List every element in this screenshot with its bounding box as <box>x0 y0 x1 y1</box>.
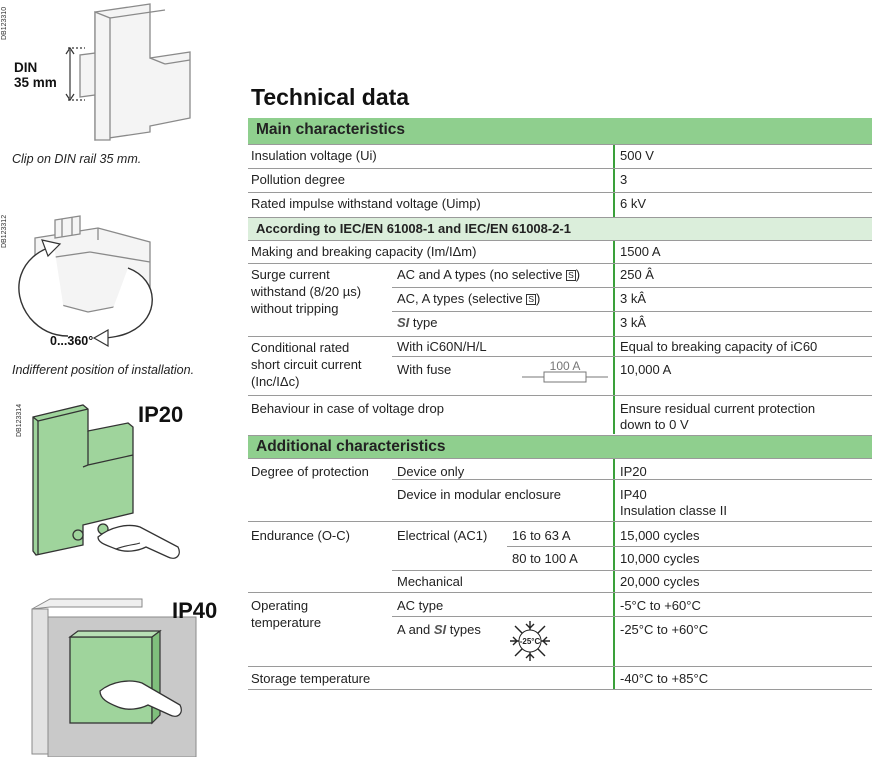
row-insulation-voltage: Insulation voltage (Ui) 500 V <box>248 144 872 168</box>
temp-badge: -25°C <box>520 637 541 646</box>
figure-code-ip20: DB123314 <box>16 403 23 437</box>
rotation-illustration <box>18 215 153 348</box>
snowflake-icon: -25°C <box>510 621 550 661</box>
rotation-caption: Indifferent position of installation. <box>12 363 195 377</box>
din-rail-illustration <box>65 3 191 141</box>
row-making-breaking: Making and breaking capacity (Im/IΔm) 15… <box>248 240 872 263</box>
conditional-label: Conditional rated short circuit current … <box>251 340 362 389</box>
fuse-rating: 100 A <box>550 359 581 373</box>
divider-iec <box>613 240 615 434</box>
modular-value: IP40 Insulation classe II <box>620 487 727 518</box>
ip20-device-illustration <box>32 404 180 559</box>
ip40-label: IP40 <box>172 598 218 623</box>
fuse-icon: 100 A <box>522 359 608 383</box>
section-main-characteristics: Main characteristics <box>248 118 872 144</box>
operating-label: Operating temperature <box>251 598 322 630</box>
row-degree-of-protection: Degree of protection Device only IP20 De… <box>248 458 872 518</box>
divider-additional <box>613 458 615 690</box>
row-pollution-degree: Pollution degree 3 <box>248 168 872 192</box>
section-iec-standard: According to IEC/EN 61008-1 and IEC/EN 6… <box>248 217 872 240</box>
divider-main <box>613 144 615 217</box>
row-impulse-voltage: Rated impulse withstand voltage (Uimp) 6… <box>248 192 872 217</box>
si-mark: SI <box>397 315 410 330</box>
row-voltage-drop: Behaviour in case of voltage drop Ensure… <box>248 395 872 435</box>
surge-label: Surge current withstand (8/20 µs) withou… <box>251 267 362 316</box>
row-endurance: Endurance (O-C) Electrical (AC1) 16 to 6… <box>248 521 872 592</box>
row-surge-current: Surge current withstand (8/20 µs) withou… <box>248 263 872 336</box>
row-storage-temperature: Storage temperature -40°C to +85°C <box>248 666 872 690</box>
din-label: DIN 35 mm <box>14 60 57 90</box>
si-mark: SI <box>433 622 447 637</box>
row-conditional-short-circuit: Conditional rated short circuit current … <box>248 336 872 395</box>
page-title: Technical data <box>251 84 410 110</box>
ip20-label: IP20 <box>138 402 184 427</box>
surge-ac-a-types: AC and A types (no selective S) <box>397 267 581 282</box>
ip40-enclosure-illustration <box>31 598 197 757</box>
row-operating-temperature: Operating temperature AC type -5°C to +6… <box>248 592 872 666</box>
selective-s-icon: S <box>526 294 537 305</box>
surge-ac-a-selective: AC, A types (selective S) <box>397 291 541 306</box>
rotation-angle-label: 0...360° <box>50 334 94 348</box>
figure-code-din: DB123310 <box>1 6 8 40</box>
a-si-types: A and SI types <box>397 622 481 637</box>
selective-s-icon: S <box>566 270 576 281</box>
section-additional-characteristics: Additional characteristics <box>248 435 872 458</box>
figure-code-rotation: DB123312 <box>1 214 8 248</box>
din-caption: Clip on DIN rail 35 mm. <box>12 152 142 166</box>
surge-si-type: SI type <box>397 315 438 330</box>
voltage-drop-value: Ensure residual current protection down … <box>620 401 816 432</box>
